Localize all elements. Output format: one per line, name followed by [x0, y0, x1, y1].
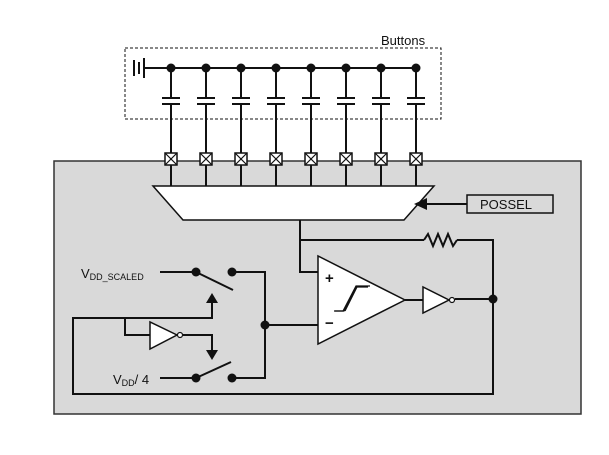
comparator-minus: −	[325, 315, 334, 332]
feedback-resistor	[423, 231, 458, 249]
pad-cross-b-3	[234, 152, 248, 166]
switch-bottom-node-right	[227, 373, 237, 383]
control-inverter	[149, 320, 179, 351]
control-down-arrow	[206, 350, 218, 360]
pad-cross-b-1	[164, 152, 178, 166]
pad-cross-b-5	[304, 152, 318, 166]
loop-wire	[72, 299, 494, 395]
buttons-label: Buttons	[381, 33, 426, 48]
control-up-arrow	[206, 293, 218, 303]
possel-label: POSSEL	[480, 197, 532, 212]
vdd4-label: VDD/ 4	[113, 372, 149, 388]
comparator-plus: +	[325, 270, 334, 287]
control-up-wire	[125, 300, 213, 319]
possel-arrow-head	[414, 198, 427, 210]
comparator	[317, 254, 407, 346]
feedback-wire-right	[457, 239, 494, 299]
hysteresis-icon-trace	[334, 286, 368, 312]
vdd-scaled-label: VDD_SCALED	[81, 266, 144, 282]
control-wire	[124, 318, 150, 336]
buttons-region	[124, 47, 442, 120]
output-inverter-bubble	[448, 296, 456, 304]
multiplexer	[151, 185, 436, 221]
pad-cross-b-2	[199, 152, 213, 166]
pad-cross-b-8	[409, 152, 423, 166]
ground-icon	[133, 58, 145, 78]
pad-cross-b-4	[269, 152, 283, 166]
switch-bottom-blade	[195, 361, 232, 379]
output-inverter	[422, 285, 451, 315]
pad-cross-b-6	[339, 152, 353, 166]
control-inverter-bubble	[176, 331, 184, 339]
pad-cross-b-7	[374, 152, 388, 166]
button-channels	[162, 63, 425, 186]
mux-output-wire	[299, 220, 318, 273]
switch-top-blade	[195, 271, 234, 291]
control-out-wire	[183, 334, 213, 353]
